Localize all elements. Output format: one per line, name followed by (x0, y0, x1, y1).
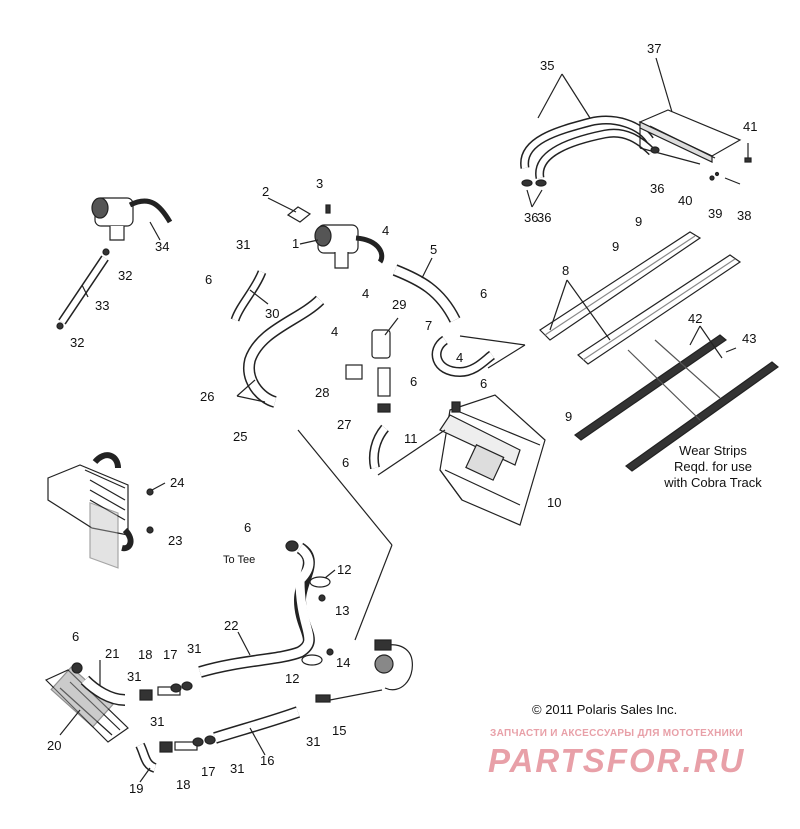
callout-9b: 9 (612, 239, 619, 254)
callout-24: 24 (170, 475, 184, 490)
callout-15: 15 (332, 723, 346, 738)
hose-26-drawing (243, 295, 325, 408)
callout-2: 2 (262, 184, 269, 199)
callout-27: 27 (337, 417, 351, 432)
callout-37: 37 (647, 41, 661, 56)
callout-18b: 18 (176, 777, 190, 792)
wear-strips-line-1: Wear Strips (679, 443, 747, 458)
hose-35-drawing (520, 115, 656, 179)
cooler-20-drawing (44, 662, 129, 743)
callout-16: 16 (260, 753, 274, 768)
watermark-brand: PARTSFOR.RU (488, 742, 746, 779)
wear-strips-line-2: Reqd. for use (673, 459, 753, 474)
callout-28: 28 (315, 385, 329, 400)
callout-6c: 6 (480, 376, 487, 391)
heat-exchanger-24-drawing (47, 452, 134, 569)
callout-4a: 4 (382, 223, 389, 238)
callout-4c: 4 (331, 324, 338, 339)
callout-4d: 4 (456, 350, 463, 365)
hose-30-drawing (230, 270, 267, 322)
cooler-37-drawing (638, 109, 742, 165)
callout-31f: 31 (306, 734, 320, 749)
hose-16-drawing (213, 706, 301, 744)
callout-31e: 31 (230, 761, 244, 776)
callout-22: 22 (224, 618, 238, 633)
callout-3: 3 (316, 176, 323, 191)
callout-1: 1 (292, 236, 299, 251)
callout-36c: 36 (537, 210, 551, 225)
reservoir-1-drawing (314, 224, 385, 269)
callout-labels: 1 2 3 4 4 4 4 5 6 6 6 6 6 6 6 7 8 9 9 9 … (47, 41, 757, 796)
callout-6g: 6 (72, 629, 79, 644)
wear-strips-note: Wear Strips Reqd. for use with Cobra Tra… (648, 443, 778, 491)
thermostat-29-drawing (345, 329, 391, 413)
callout-6a: 6 (205, 272, 212, 287)
tube-33-drawing (56, 248, 110, 330)
callout-36b: 36 (524, 210, 538, 225)
callout-41: 41 (743, 119, 757, 134)
callout-12b: 12 (285, 671, 299, 686)
wear-strips-line-3: with Cobra Track (664, 475, 762, 490)
copyright-text: © 2011 Polaris Sales Inc. (532, 702, 678, 717)
callout-6f: 6 (244, 520, 251, 535)
callout-38: 38 (737, 208, 751, 223)
hose-22-drawing (198, 542, 315, 678)
callout-18a: 18 (138, 647, 152, 662)
hose-19-drawing (135, 742, 157, 773)
fasteners-38-41-drawing (709, 143, 752, 185)
callout-32a: 32 (118, 268, 132, 283)
callout-31c: 31 (127, 669, 141, 684)
callout-30: 30 (265, 306, 279, 321)
callout-39: 39 (708, 206, 722, 221)
callout-9a: 9 (635, 214, 642, 229)
callout-29: 29 (392, 297, 406, 312)
hose-21-drawing (80, 675, 126, 706)
callout-7: 7 (425, 318, 432, 333)
callout-4b: 4 (362, 286, 369, 301)
to-tee-note: To Tee (223, 554, 256, 566)
callout-9c: 9 (565, 409, 572, 424)
callout-31a: 31 (236, 237, 250, 252)
hose-5-drawing (392, 264, 461, 323)
hose-7-drawing (431, 335, 496, 378)
callout-31d: 31 (150, 714, 164, 729)
callout-20: 20 (47, 738, 61, 753)
wear-strip-42-drawing (574, 334, 779, 472)
callout-12a: 12 (337, 562, 351, 577)
callout-21: 21 (105, 646, 119, 661)
callout-13: 13 (335, 603, 349, 618)
hose-11-drawing (368, 424, 389, 470)
watermark-tagline: ЗАПЧАСТИ И АКСЕССУАРЫ ДЛЯ МОТОТЕХНИКИ (490, 728, 743, 739)
callout-40: 40 (678, 193, 692, 208)
callout-42: 42 (688, 311, 702, 326)
callout-10: 10 (547, 495, 561, 510)
callout-11: 11 (404, 431, 418, 446)
callout-14: 14 (336, 655, 350, 670)
callout-17a: 17 (163, 647, 177, 662)
callout-43: 43 (742, 331, 756, 346)
callout-17b: 17 (201, 764, 215, 779)
radiator-10-drawing (439, 394, 546, 526)
callout-36a: 36 (650, 181, 664, 196)
callout-31b: 31 (187, 641, 201, 656)
rail-8-drawing (539, 231, 742, 365)
pump-15-drawing (374, 639, 413, 691)
reservoir-34-drawing (91, 197, 173, 241)
clamps-36-drawing (521, 146, 660, 187)
callout-23: 23 (168, 533, 182, 548)
callout-35: 35 (540, 58, 554, 73)
callout-19: 19 (129, 781, 143, 796)
callout-6e: 6 (342, 455, 349, 470)
callout-25: 25 (233, 429, 247, 444)
callout-8: 8 (562, 263, 569, 278)
callout-6d: 6 (410, 374, 417, 389)
callout-6b: 6 (480, 286, 487, 301)
callout-34: 34 (155, 239, 169, 254)
callout-33: 33 (95, 298, 109, 313)
callout-26: 26 (200, 389, 214, 404)
callout-5: 5 (430, 242, 437, 257)
callout-32b: 32 (70, 335, 84, 350)
